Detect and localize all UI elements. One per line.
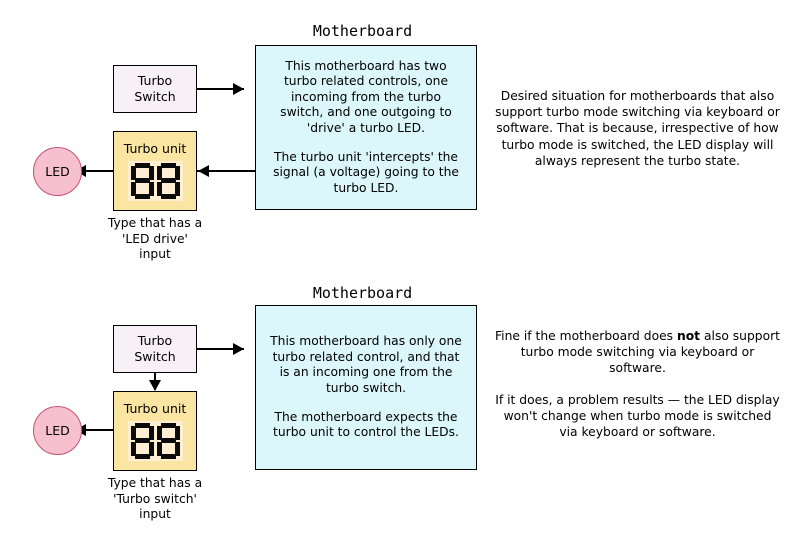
motherboard-title-top: Motherboard: [312, 22, 413, 40]
arrow-right-icon-switch-top: [233, 83, 244, 95]
seven-segment-digit-1-top: [130, 163, 154, 199]
turbo-switch-label-line2-top: Switch: [134, 89, 176, 104]
motherboard-paragraph-1-top: This motherboard has two turbo related c…: [280, 58, 452, 135]
turbo-unit-box-top[interactable]: Turbo unit: [113, 131, 197, 211]
turbo-switch-box-bottom[interactable]: Turbo Switch: [113, 325, 197, 373]
motherboard-paragraph-2-bottom: The motherboard expects the turbo unit t…: [273, 409, 459, 440]
seven-segment-display-bottom: [127, 421, 183, 461]
turbo-switch-label-bottom: Turbo Switch: [134, 333, 175, 365]
turbo-unit-caption-line2-top: 'LED drive': [122, 231, 188, 246]
seven-segment-digit-2-bottom: [156, 423, 180, 459]
connector-switch-to-motherboard-bottom: [197, 348, 244, 350]
turbo-unit-box-bottom[interactable]: Turbo unit: [113, 391, 197, 471]
side-note-emphasis-not: not: [676, 329, 701, 343]
side-note-bottom: Fine if the motherboard does not also su…: [495, 328, 780, 453]
led-indicator-bottom[interactable]: LED: [33, 406, 82, 455]
turbo-switch-label-line1-bottom: Turbo: [137, 333, 173, 348]
turbo-unit-label-bottom: Turbo unit: [123, 401, 187, 416]
motherboard-box-top[interactable]: This motherboard has two turbo related c…: [255, 45, 477, 210]
motherboard-paragraph-1-bottom: This motherboard has only one turbo rela…: [270, 334, 462, 395]
connector-motherboard-to-unit-top: [197, 170, 255, 172]
side-note-paragraph-1a-bottom: Fine if the motherboard does: [495, 329, 677, 343]
turbo-unit-caption-bottom: Type that has a 'Turbo switch' input: [85, 476, 225, 523]
side-note-paragraph-1-top: Desired situation for motherboards that …: [495, 89, 780, 168]
side-note-paragraph-2-bottom: If it does, a problem results — the LED …: [495, 392, 780, 440]
turbo-unit-caption-line1-top: Type that has a: [107, 216, 203, 230]
turbo-switch-label-line1-top: Turbo: [137, 73, 173, 88]
turbo-switch-box-top[interactable]: Turbo Switch: [113, 65, 197, 113]
seven-segment-digit-2-top: [156, 163, 180, 199]
turbo-unit-caption-line1-bottom: Type that has a: [107, 476, 203, 490]
arrow-down-icon-unit-bottom: [149, 380, 161, 391]
connector-unit-to-led-bottom: [76, 429, 114, 431]
arrow-right-icon-switch-bottom: [233, 343, 244, 355]
turbo-unit-label-top: Turbo unit: [123, 141, 187, 156]
motherboard-title-bottom: Motherboard: [312, 284, 413, 302]
side-note-paragraph-1c-bottom: also support turbo mode switching via ke…: [520, 329, 780, 376]
seven-segment-digit-1-bottom: [130, 423, 154, 459]
turbo-unit-caption-line3-top: input: [139, 247, 171, 262]
side-note-paragraph-1-bottom: Fine if the motherboard does not also su…: [495, 328, 780, 377]
connector-unit-to-led-top: [76, 170, 114, 172]
led-label-bottom: LED: [45, 423, 70, 438]
arrow-left-icon-unit-top: [198, 165, 209, 177]
turbo-switch-label-line2-bottom: Switch: [134, 349, 176, 364]
motherboard-paragraph-2-top: The turbo unit 'intercepts' the signal (…: [273, 149, 459, 195]
led-label-top: LED: [45, 164, 70, 179]
turbo-unit-caption-top: Type that has a 'LED drive' input: [85, 216, 225, 263]
seven-segment-display-top: [127, 161, 183, 201]
turbo-switch-label-top: Turbo Switch: [134, 73, 175, 105]
turbo-unit-caption-line2-bottom: 'Turbo switch': [113, 491, 197, 506]
side-note-top: Desired situation for motherboards that …: [495, 88, 780, 169]
turbo-unit-caption-line3-bottom: input: [139, 507, 171, 522]
led-indicator-top[interactable]: LED: [33, 147, 82, 196]
motherboard-box-bottom[interactable]: This motherboard has only one turbo rela…: [255, 305, 477, 470]
connector-switch-to-motherboard-top: [197, 88, 244, 90]
